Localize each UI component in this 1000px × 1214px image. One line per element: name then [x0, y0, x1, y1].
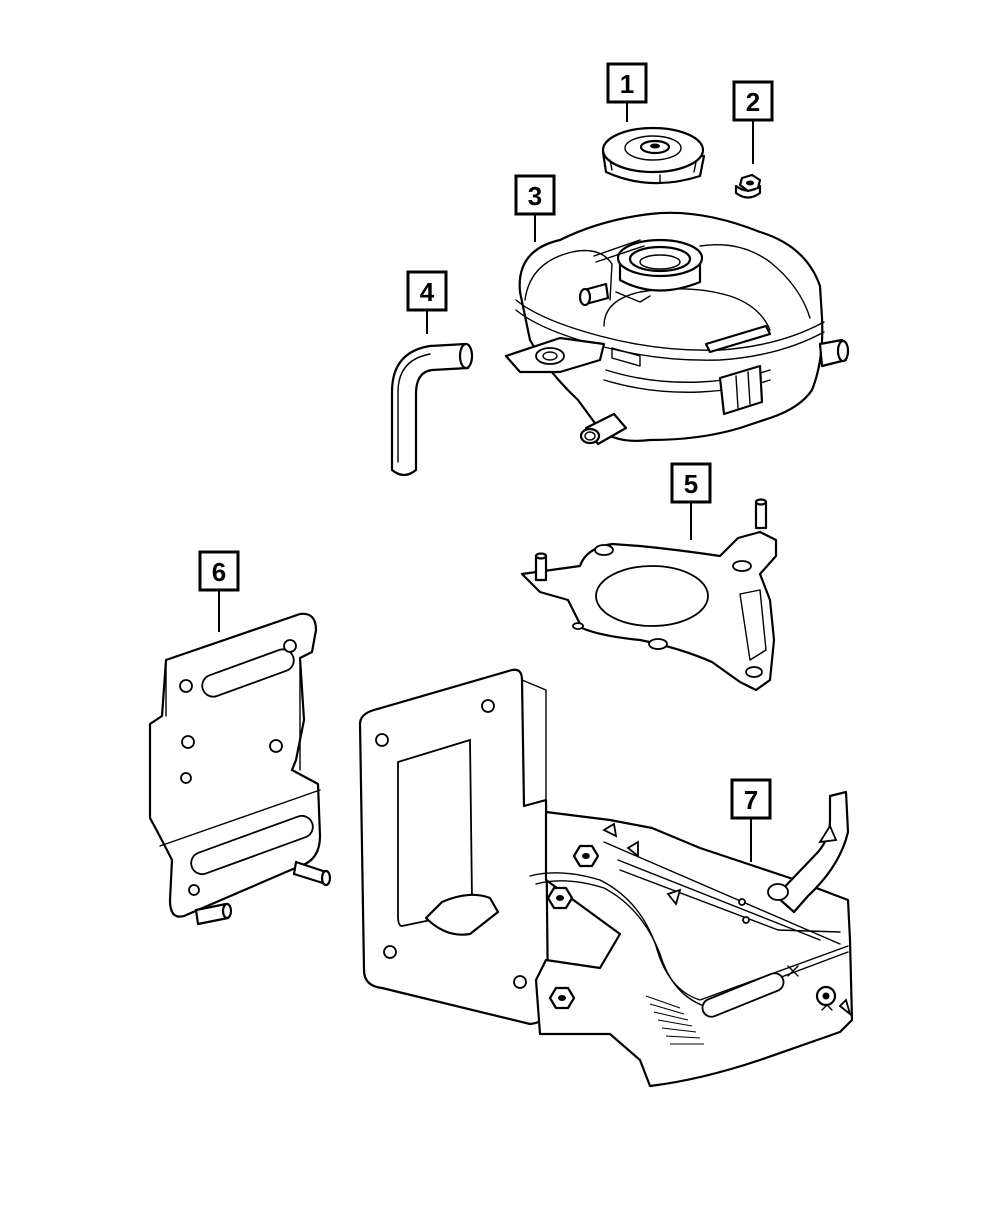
- callout-1: 1: [606, 62, 648, 122]
- part-3-coolant-reservoir[interactable]: [504, 211, 850, 446]
- svg-text:1: 1: [620, 69, 634, 99]
- callout-5: 5: [670, 462, 712, 540]
- part-1-pressure-cap[interactable]: [601, 126, 706, 185]
- svg-text:3: 3: [528, 181, 542, 211]
- part-5-mounting-plate[interactable]: [520, 498, 778, 692]
- part-7-support-tray[interactable]: [358, 668, 854, 1088]
- callout-7: 7: [730, 778, 772, 862]
- svg-text:2: 2: [746, 87, 760, 117]
- callout-6: 6: [198, 550, 240, 632]
- svg-text:7: 7: [744, 785, 758, 815]
- part-6-bracket[interactable]: [148, 612, 332, 926]
- svg-text:5: 5: [684, 469, 698, 499]
- svg-text:6: 6: [212, 557, 226, 587]
- callout-3: 3: [514, 174, 556, 242]
- part-2-flange-nut[interactable]: [734, 173, 762, 199]
- part-4-coolant-hose[interactable]: [390, 342, 474, 477]
- svg-text:4: 4: [420, 277, 435, 307]
- corrugated-bend: [645, 995, 704, 1045]
- callout-4: 4: [406, 270, 448, 334]
- callout-2: 2: [732, 80, 774, 164]
